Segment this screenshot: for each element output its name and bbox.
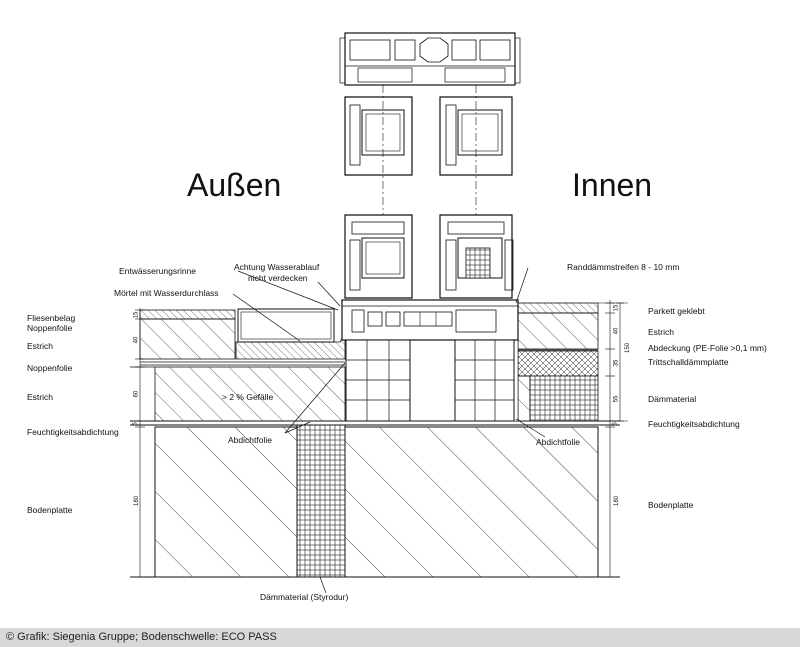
sash-profile-upper bbox=[344, 96, 513, 176]
dimension-chain-right bbox=[598, 300, 628, 578]
dim-right-estrich: 40 bbox=[613, 327, 620, 335]
outside-layers bbox=[130, 308, 346, 422]
callout-achtung-line2: nicht verdecken bbox=[248, 273, 308, 283]
label-bodenplatte-right: Bodenplatte bbox=[648, 500, 694, 510]
dim-left-slab: 180 bbox=[134, 495, 141, 507]
styrodur-insulation bbox=[296, 424, 346, 578]
dim-right-total: 150 bbox=[625, 342, 632, 354]
label-fliesenbelag: Fliesenbelag bbox=[27, 313, 76, 323]
callout-abdichtfolie-left: Abdichtfolie bbox=[228, 435, 272, 445]
label-estrich-right: Estrich bbox=[648, 327, 674, 337]
dim-left-screed: 60 bbox=[133, 390, 140, 398]
moisture-barrier bbox=[130, 420, 620, 426]
callout-moertel: Mörtel mit Wasserdurchlass bbox=[114, 288, 219, 298]
leader-lines bbox=[232, 267, 546, 594]
dimension-chain-left bbox=[135, 308, 145, 578]
label-feuchtigkeitsabdichtung-right: Feuchtigkeitsabdichtung bbox=[648, 419, 740, 429]
footer-credit-text: © Grafik: Siegenia Gruppe; Bodenschwelle… bbox=[6, 631, 277, 643]
center-axes bbox=[382, 85, 477, 215]
callout-entwaesserungsrinne: Entwässerungsrinne bbox=[119, 266, 197, 276]
label-estrich: Estrich bbox=[27, 392, 53, 402]
dim-right-barrier: 5 bbox=[612, 422, 619, 426]
dim-right-daemmaterial: 55 bbox=[613, 395, 620, 403]
sash-profile-lower bbox=[344, 214, 514, 299]
label-noppenfolie-top: Noppenfolie bbox=[27, 323, 73, 333]
heading-inside: Innen bbox=[572, 167, 653, 203]
footer-credit-bar: © Grafik: Siegenia Gruppe; Bodenschwelle… bbox=[0, 628, 800, 647]
callout-gefaelle: > 2 % Gefälle bbox=[222, 392, 274, 402]
threshold-profile bbox=[341, 299, 519, 341]
label-bodenplatte-left: Bodenplatte bbox=[27, 505, 73, 515]
label-abdeckung: Abdeckung (PE-Folie >0,1 mm) bbox=[648, 343, 767, 353]
callout-daemmaterial-styrodur: Dämmaterial (Styrodur) bbox=[260, 592, 349, 602]
threshold-supports bbox=[345, 339, 515, 422]
callout-achtung-line1: Achtung Wasserablauf bbox=[234, 262, 320, 272]
dim-left-barrier: 5 bbox=[132, 422, 139, 426]
dim-right-slab: 180 bbox=[614, 495, 621, 507]
inside-layers bbox=[513, 302, 599, 422]
callout-abdichtfolie-right: Abdichtfolie bbox=[536, 437, 580, 447]
heading-outside: Außen bbox=[187, 167, 282, 203]
label-estrich-top: Estrich bbox=[27, 341, 53, 351]
head-frame bbox=[339, 32, 521, 86]
dim-left-tile: 15 bbox=[133, 311, 140, 319]
callout-randdaemmstreifen: Randdämmstreifen 8 - 10 mm bbox=[567, 262, 680, 272]
label-noppenfolie: Noppenfolie bbox=[27, 363, 73, 373]
label-feuchtigkeitsabdichtung-left: Feuchtigkeitsabdichtung bbox=[27, 427, 119, 437]
label-daemmaterial: Dämmaterial bbox=[648, 394, 697, 404]
floor-slab bbox=[130, 426, 620, 578]
label-parkett: Parkett geklebt bbox=[648, 306, 705, 316]
dim-right-trittschall: 35 bbox=[613, 359, 620, 367]
threshold-section-drawing bbox=[130, 32, 628, 594]
label-trittschall: Trittschalldämmplatte bbox=[648, 357, 729, 367]
dim-left-screed-top: 40 bbox=[133, 336, 140, 344]
dim-right-parkett: 15 bbox=[613, 304, 620, 312]
